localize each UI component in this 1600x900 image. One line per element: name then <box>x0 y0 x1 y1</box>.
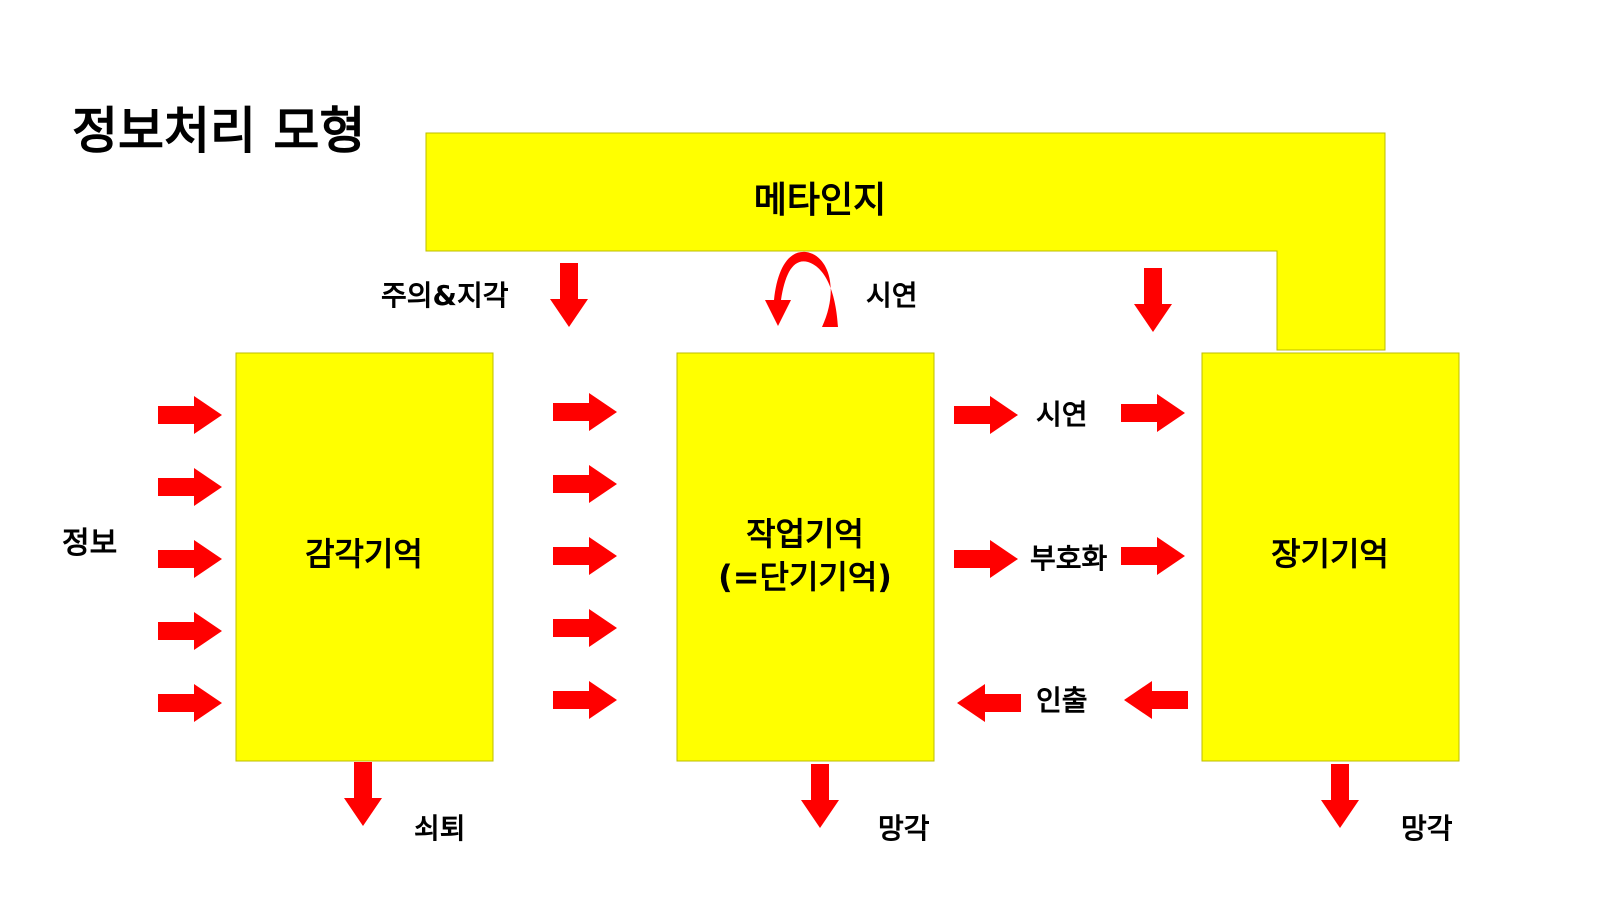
decay-arrow-down-icon <box>344 762 382 826</box>
working-forgetting-label: 망각 <box>878 812 930 845</box>
info-input-arrow-1-icon <box>158 396 222 434</box>
info-input-arrow-4-icon <box>158 612 222 650</box>
information-label: 정보 <box>62 526 117 561</box>
rehearsal-loop-arrow-icon <box>765 251 838 327</box>
long-term-memory-box <box>1201 352 1460 762</box>
encoding-arrow-right-icon <box>1121 537 1185 575</box>
rehearsal-label: 시연 <box>1036 398 1088 431</box>
longterm-forgetting-label: 망각 <box>1401 812 1453 845</box>
rehearsal-top-label: 시연 <box>866 279 918 312</box>
encoding-label: 부호화 <box>1030 542 1108 575</box>
info-input-arrow-2-icon <box>158 468 222 506</box>
metacognition-label: 메타인지 <box>754 180 886 221</box>
working-forgetting-arrow-down-icon <box>801 764 839 828</box>
rehearsal-arrow-left-icon <box>954 396 1018 434</box>
decay-label: 쇠퇴 <box>414 812 466 845</box>
sensory-memory-box <box>235 352 494 762</box>
long-term-memory-label: 장기기억 <box>1271 535 1389 573</box>
working-memory-label-line2: (=단기기억) <box>718 558 892 596</box>
encoding-arrow-left-icon <box>954 540 1018 578</box>
working-memory-label-line1: 작업기억 <box>746 515 864 553</box>
metacognition-down-arrow-icon <box>1134 268 1172 332</box>
retrieval-arrow-left-icon <box>957 684 1021 722</box>
sensory-to-working-arrow-3-icon <box>553 537 617 575</box>
working-memory-box <box>676 352 935 762</box>
info-input-arrow-5-icon <box>158 684 222 722</box>
sensory-memory-label: 감각기억 <box>305 535 423 573</box>
sensory-to-working-arrow-2-icon <box>553 465 617 503</box>
page-title: 정보처리 모형 <box>72 102 365 160</box>
sensory-to-working-arrow-5-icon <box>553 681 617 719</box>
metacognition-box <box>425 132 1386 351</box>
longterm-forgetting-arrow-down-icon <box>1321 764 1359 828</box>
info-input-arrow-3-icon <box>158 540 222 578</box>
attention-perception-label: 주의&지각 <box>381 279 509 312</box>
sensory-to-working-arrow-4-icon <box>553 609 617 647</box>
sensory-to-working-arrow-1-icon <box>553 393 617 431</box>
retrieval-arrow-right-icon <box>1124 681 1188 719</box>
attention-arrow-down-icon <box>550 263 588 327</box>
rehearsal-arrow-right-icon <box>1121 394 1185 432</box>
retrieval-label: 인출 <box>1036 684 1088 717</box>
